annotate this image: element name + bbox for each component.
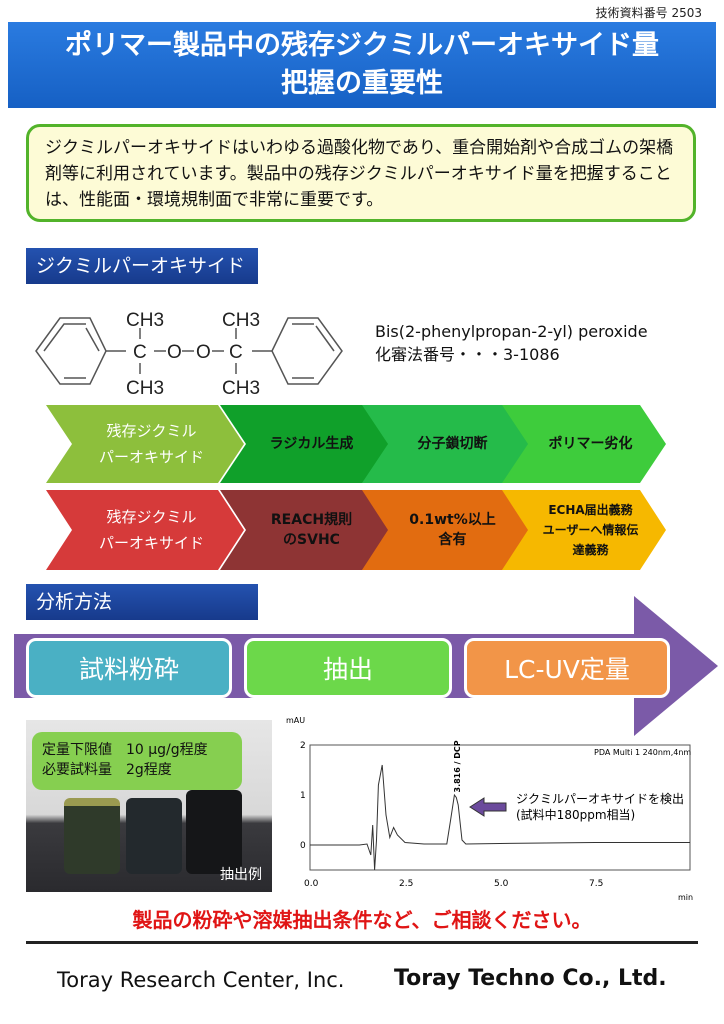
footer-company-1: Toray Research Center, Inc. [57,968,345,992]
flow-text: ユーザーへ情報伝 [542,523,639,537]
flow-text: ラジカル生成 [269,436,354,452]
annotation-line-1: ジクミルパーオキサイドを検出 [516,792,684,806]
sample-amount: 必要試料量 2g程度 [42,762,172,778]
flow-green-step: ラジカル生成 [220,405,390,483]
flow-red-step: 0.1wt%以上含有 [362,490,530,570]
svg-text:CH3: CH3 [222,378,260,399]
flow-red-step: 残存ジクミルパーオキサイド [46,490,244,570]
flow-text: 達義務 [572,543,609,557]
intro-box: ジクミルパーオキサイドはいわゆる過酸化物であり、重合開始剤や合成ゴムの架橋剤等に… [26,124,696,222]
flow-text: 分子鎖切断 [417,436,488,452]
y-tick-label: 1 [300,791,306,801]
step-lcuv: LC-UV定量 [464,638,670,698]
y-tick-label: 0 [300,841,306,851]
title-line-2: 把握の重要性 [281,68,443,99]
chromatogram: 0.0 2.5 5.0 7.5 0 1 2 mAU min PDA Multi 1 240nm,4… [286,716,693,902]
section-header-method: 分析方法 [26,584,258,620]
limits-box: 定量下限値 10 μg/g程度 必要試料量 2g程度 [32,732,242,790]
flow-text: REACH規則 [270,512,353,528]
chemical-structure: CH3 C O O C CH3 CH3 CH3 [35,310,343,399]
flow-green-step: 残存ジクミルパーオキサイド [46,405,244,483]
x-axis-label: min [678,893,693,902]
svg-text:CH3: CH3 [126,310,164,331]
x-tick-label: 7.5 [589,879,603,889]
flow-text: のSVHC [283,532,340,548]
flow-text: パーオキサイド [98,448,204,466]
flow-text: 残存ジクミル [106,508,197,526]
flow-text: ECHA届出義務 [548,503,633,517]
flow-text: 残存ジクミル [106,422,197,440]
flow-green-step: 分子鎖切断 [362,405,530,483]
y-axis-label: mAU [286,716,305,725]
iupac-name: Bis(2-phenylpropan-2-yl) peroxide [375,322,648,341]
flow-text: 0.1wt%以上 [409,512,496,528]
photo-caption: 抽出例 [220,867,262,883]
flow-green-step: ポリマー劣化 [502,405,666,483]
flow-red-step: REACH規則のSVHC [220,490,390,570]
x-tick-label: 5.0 [494,879,509,889]
flow-red-step: ECHA届出義務ユーザーへ情報伝達義務 [502,490,666,570]
y-tick-label: 2 [300,741,306,751]
registry-number: 化審法番号・・・3-1086 [375,345,560,364]
x-tick-label: 2.5 [399,879,413,889]
legend: PDA Multi 1 240nm,4nm [594,748,691,757]
chemical-names: Bis(2-phenylpropan-2-yl) peroxide 化審法番号・… [375,320,648,366]
flow-text: パーオキサイド [98,534,204,552]
svg-text:C: C [229,342,243,363]
title-line-1: ポリマー製品中の残存ジクミルパーオキサイド量 [65,30,659,61]
detection-limit: 定量下限値 10 μg/g程度 [42,742,208,758]
document-number: 技術資料番号 2503 [595,6,702,20]
step-grinding: 試料粉砕 [26,638,232,698]
divider [26,941,698,944]
page-title: ポリマー製品中の残存ジクミルパーオキサイド量 把握の重要性 [8,22,716,108]
flow-text: 含有 [438,532,467,548]
plot-frame [309,744,691,871]
svg-text:C: C [133,342,147,363]
svg-text:CH3: CH3 [222,310,260,331]
series-line [310,764,690,871]
peak-label: 3.816 / DCP [453,740,462,792]
svg-text:O: O [167,342,182,363]
call-to-action: 製品の粉砕や溶媒抽出条件など、ご相談ください。 [132,908,592,932]
annotation-line-2: (試料中180ppm相当) [516,807,635,822]
flow-text: ポリマー劣化 [548,436,633,452]
arrow-left-icon [469,797,507,817]
section-header-dcp: ジクミルパーオキサイド [26,248,258,284]
x-tick-label: 0.0 [304,879,319,889]
step-extraction: 抽出 [244,638,452,698]
svg-text:O: O [196,342,211,363]
footer-company-2: Toray Techno Co., Ltd. [394,966,667,991]
svg-text:CH3: CH3 [126,378,164,399]
